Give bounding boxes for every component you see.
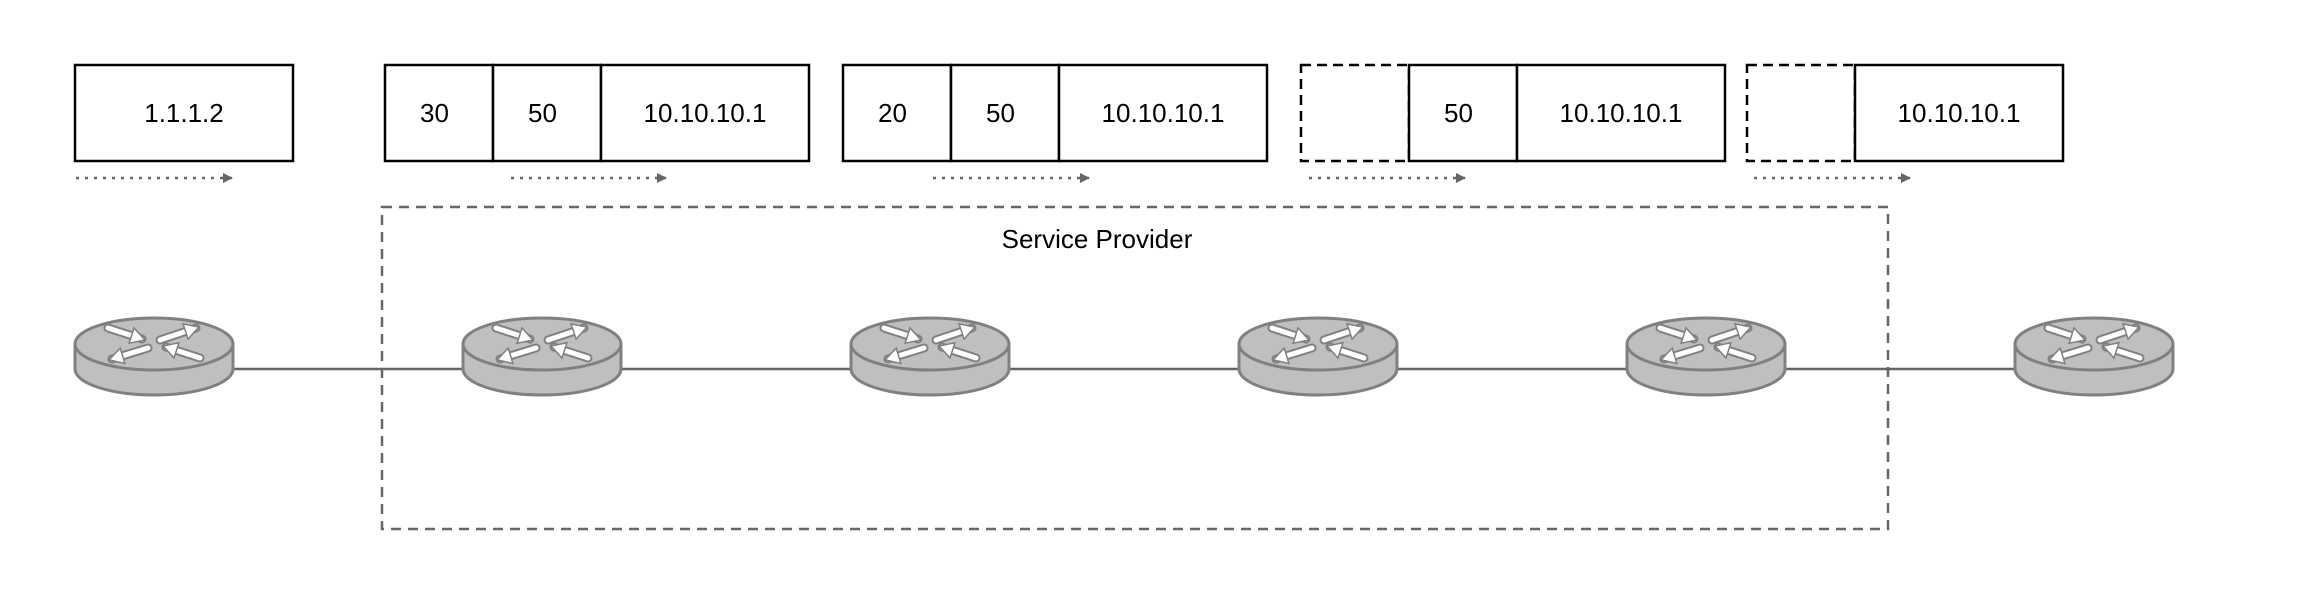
router-3: [849, 316, 1011, 397]
packet-cell: [1853, 63, 2065, 163]
router-icon: [461, 316, 623, 397]
packet-cell-label: 50: [528, 98, 557, 128]
router-6: [2013, 316, 2175, 397]
router-4: [1237, 316, 1399, 397]
packet-5: 10.10.10.1: [1745, 63, 2065, 163]
router-icon: [1625, 316, 1787, 397]
packet-cell-label: 50: [986, 98, 1015, 128]
packet-cell: [383, 63, 495, 163]
packet-2: 30 50 10.10.10.1: [383, 63, 811, 163]
packet-4: 50 10.10.10.1: [1299, 63, 1727, 163]
packet-cell: [1299, 63, 1411, 163]
router-icon: [849, 316, 1011, 397]
packet-cell-label: 30: [420, 98, 449, 128]
router-icon: [2013, 316, 2175, 397]
packet-cell: [1057, 63, 1269, 163]
packet-cell: [1745, 63, 1857, 163]
packet-1: 1.1.1.2: [73, 63, 295, 163]
packet-cell-label: 20: [878, 98, 907, 128]
packet-cell-label: 10.10.10.1: [1898, 98, 2021, 128]
router-icon: [1237, 316, 1399, 397]
router-icon: [73, 316, 235, 397]
packet-cell-label: 1.1.1.2: [144, 98, 224, 128]
router-1: [73, 316, 235, 397]
packet-cell: [491, 63, 603, 163]
router-5: [1625, 316, 1787, 397]
packet-cell: [1515, 63, 1727, 163]
packets: 1.1.1.2 30 50 10.10.10.1 20 50 10.10.10.1 50 10.…: [73, 63, 2065, 163]
packet-cell-label: 10.10.10.1: [644, 98, 767, 128]
packet-cell: [599, 63, 811, 163]
packet-cell: [73, 63, 295, 163]
packet-cell: [841, 63, 953, 163]
packet-3: 20 50 10.10.10.1: [841, 63, 1269, 163]
packet-cell-label: 50: [1444, 98, 1473, 128]
packet-cell-label: 10.10.10.1: [1560, 98, 1683, 128]
router-2: [461, 316, 623, 397]
region-label: Service Provider: [1002, 224, 1193, 254]
packet-cell: [1407, 63, 1519, 163]
routers: [73, 316, 2175, 397]
packet-cell-label: 10.10.10.1: [1102, 98, 1225, 128]
